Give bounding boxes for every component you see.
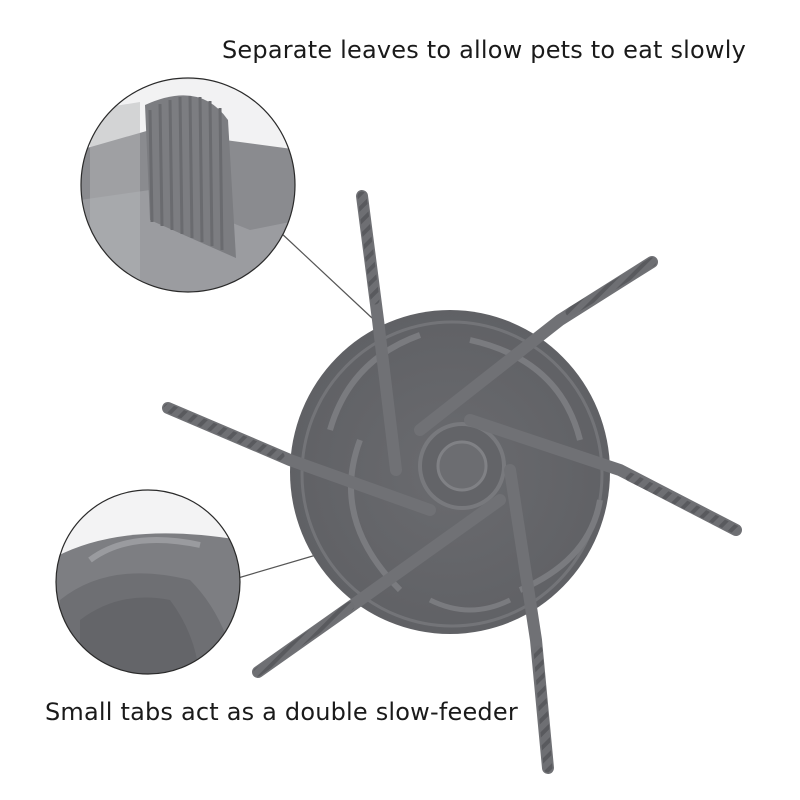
leaf-closeup-icon: [80, 77, 296, 293]
pointer-line-top: [279, 231, 373, 319]
tab-closeup-icon: [55, 489, 241, 675]
slow-feeder-mat-icon: [290, 310, 610, 634]
caption-tabs: Small tabs act as a double slow-feeder: [45, 698, 518, 726]
caption-leaves: Separate leaves to allow pets to eat slo…: [222, 36, 747, 64]
leaf-arms: [162, 190, 742, 774]
